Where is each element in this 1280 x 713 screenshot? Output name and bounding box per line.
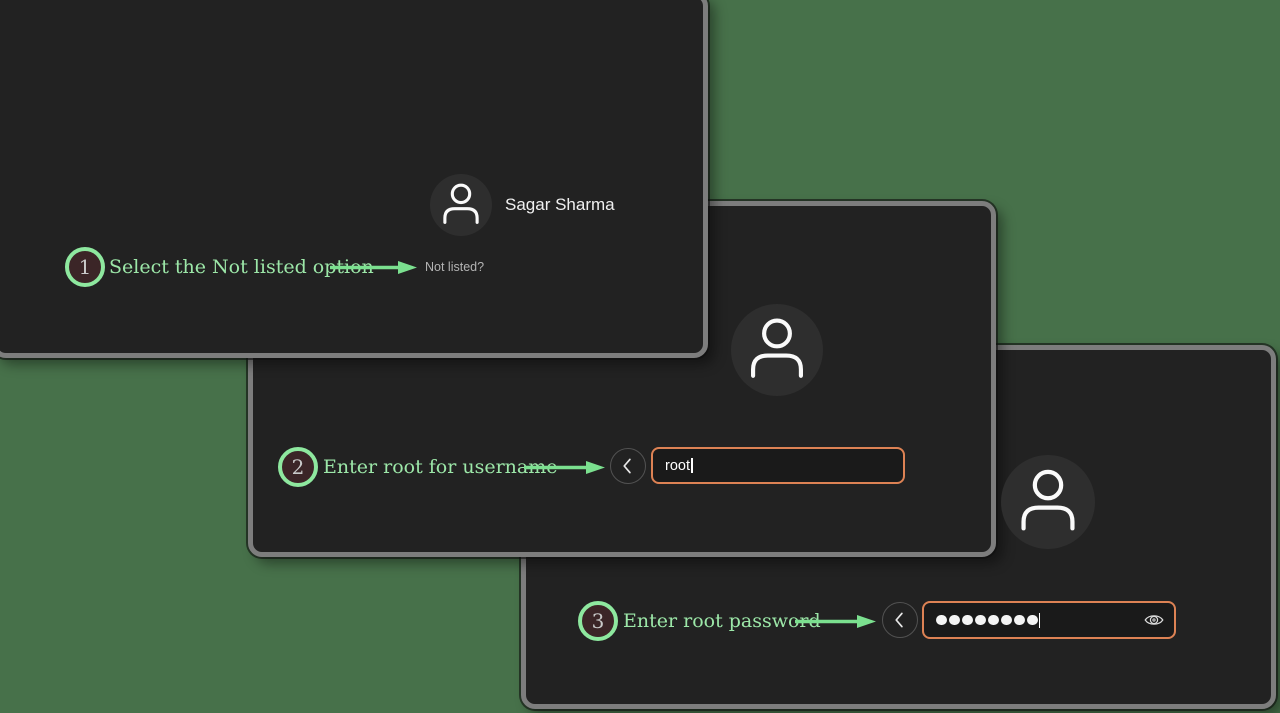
- step-1-label: Select the Not listed option: [109, 256, 374, 278]
- step-3-badge: 3: [578, 601, 618, 641]
- reveal-password-eye-icon[interactable]: [1144, 612, 1164, 628]
- login-screen-panel-1: [0, 0, 708, 358]
- person-icon: [751, 318, 803, 378]
- password-dot: [988, 614, 999, 626]
- password-dot: [1001, 614, 1012, 626]
- step-1-badge: 1: [65, 247, 105, 287]
- password-dot: [975, 614, 986, 626]
- user-row[interactable]: Sagar Sharma: [430, 174, 673, 236]
- password-dot: [936, 614, 947, 626]
- back-button[interactable]: [882, 602, 918, 638]
- generic-user-avatar-icon: [731, 304, 823, 396]
- text-cursor: [1038, 612, 1040, 628]
- password-dot: [962, 614, 973, 626]
- username-value: root: [665, 457, 690, 474]
- password-dot: [1027, 614, 1038, 626]
- text-cursor: [691, 458, 693, 473]
- user-name: Sagar Sharma: [505, 195, 615, 214]
- arrow-right-icon: [330, 261, 417, 274]
- arrow-right-icon: [524, 461, 605, 474]
- username-input[interactable]: root: [651, 447, 905, 484]
- step-2-badge: 2: [278, 447, 318, 487]
- generic-user-avatar-icon: [1001, 455, 1095, 549]
- chevron-left-icon: [623, 458, 631, 474]
- password-dot: [949, 614, 960, 626]
- person-icon: [1021, 469, 1075, 531]
- back-button[interactable]: [610, 448, 646, 484]
- arrow-right-icon: [795, 615, 876, 628]
- not-listed-link[interactable]: Not listed?: [425, 260, 485, 274]
- person-icon: [443, 183, 479, 224]
- step-number: 3: [591, 609, 605, 633]
- step-2-label: Enter root for username: [323, 456, 558, 478]
- password-input[interactable]: [922, 601, 1176, 639]
- user-avatar-icon: [430, 174, 492, 236]
- password-dots: [936, 614, 1038, 626]
- password-dot: [1014, 614, 1025, 626]
- step-3-label: Enter root password: [623, 610, 821, 632]
- step-number: 1: [78, 255, 92, 279]
- step-number: 2: [291, 455, 305, 479]
- chevron-left-icon: [895, 612, 903, 628]
